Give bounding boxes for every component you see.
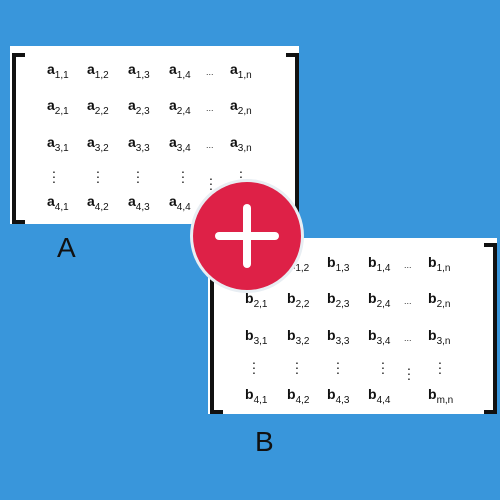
matrix-entry: a3,n xyxy=(230,134,252,154)
matrix-entry: a2,3 xyxy=(128,97,150,117)
matrix-entry: a4,1 xyxy=(47,193,69,213)
right-bracket xyxy=(286,53,299,224)
matrix-entry: a1,n xyxy=(230,61,252,81)
right-bracket xyxy=(484,243,497,414)
vertical-ellipsis: ··· xyxy=(437,354,443,380)
vertical-ellipsis: ··· xyxy=(251,354,257,380)
matrix-entry: b4,1 xyxy=(245,386,268,406)
vertical-ellipsis: ··· xyxy=(380,354,386,380)
matrix-entry: a1,3 xyxy=(128,61,150,81)
vertical-ellipsis: ··· xyxy=(294,354,300,380)
matrix-entry: b2,1 xyxy=(245,290,268,310)
matrix-entry: a3,1 xyxy=(47,134,69,154)
matrix-entry: b2,2 xyxy=(287,290,310,310)
vertical-ellipsis: ··· xyxy=(135,163,141,189)
matrix-entry: b2,3 xyxy=(327,290,350,310)
matrix-entry: a4,2 xyxy=(87,193,109,213)
left-bracket xyxy=(12,53,25,224)
ellipsis: ... xyxy=(206,67,214,77)
plus-icon xyxy=(193,182,301,290)
matrix-entry: -1,2 xyxy=(292,263,310,274)
vertical-ellipsis: ··· xyxy=(238,163,244,189)
vertical-ellipsis: ··· xyxy=(95,163,101,189)
matrix-entry: a1,1 xyxy=(47,61,69,81)
matrix-entry: a3,2 xyxy=(87,134,109,154)
matrix-entry: b3,2 xyxy=(287,327,310,347)
matrix-entry: b4,4 xyxy=(368,386,391,406)
vertical-ellipsis: ··· xyxy=(406,360,412,386)
vertical-ellipsis: ··· xyxy=(180,163,186,189)
matrix-entry: a4,3 xyxy=(128,193,150,213)
matrix-entry: b4,2 xyxy=(287,386,310,406)
ellipsis: ... xyxy=(404,260,412,270)
matrix-entry: b3,4 xyxy=(368,327,391,347)
vertical-ellipsis: ··· xyxy=(335,354,341,380)
matrix-entry: b3,3 xyxy=(327,327,350,347)
matrix-entry: b2,4 xyxy=(368,290,391,310)
ellipsis: ... xyxy=(206,140,214,150)
ellipsis: ... xyxy=(404,296,412,306)
vertical-ellipsis: ··· xyxy=(51,163,57,189)
matrix-entry: b4,3 xyxy=(327,386,350,406)
matrix-entry: a2,2 xyxy=(87,97,109,117)
matrix-b-label: B xyxy=(255,426,274,457)
matrix-entry: a2,n xyxy=(230,97,252,117)
matrix-entry: a1,4 xyxy=(169,61,191,81)
matrix-entry: a1,2 xyxy=(87,61,109,81)
matrix-a-card: a1,1 a1,2 a1,3 a1,4 a1,n... a2,1 a2,2 a2,3 a2,4 a… xyxy=(10,46,299,224)
matrix-a-label: A xyxy=(57,232,76,263)
matrix-entry: a2,1 xyxy=(47,97,69,117)
ellipsis: ... xyxy=(206,103,214,113)
matrix-entry: b3,n xyxy=(428,327,451,347)
vertical-ellipsis: ··· xyxy=(208,170,214,196)
ellipsis: ... xyxy=(404,333,412,343)
matrix-entry: b1,n xyxy=(428,254,451,274)
matrix-entry: a3,4 xyxy=(169,134,191,154)
matrix-entry: bm,n xyxy=(428,386,454,406)
matrix-entry: b1,4 xyxy=(368,254,391,274)
matrix-entry: a2,4 xyxy=(169,97,191,117)
matrix-entry: b3,1 xyxy=(245,327,268,347)
matrix-entry: b2,n xyxy=(428,290,451,310)
matrix-entry: a4,4 xyxy=(169,193,191,213)
matrix-entry: b1,3 xyxy=(327,254,350,274)
matrix-entry: a3,3 xyxy=(128,134,150,154)
